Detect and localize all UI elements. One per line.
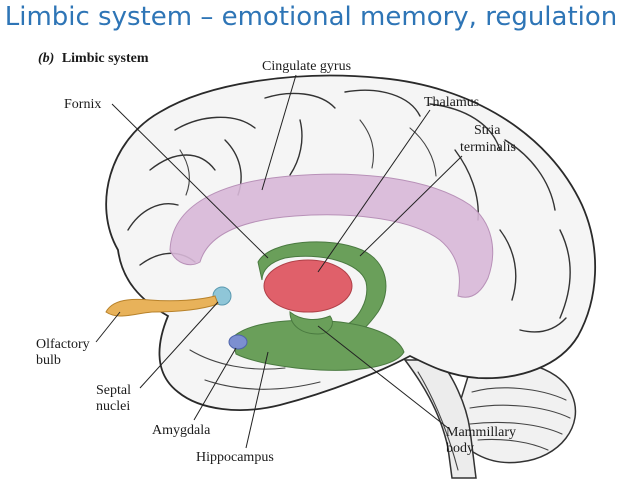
label-hippocampus-text: Hippocampus	[196, 450, 274, 465]
label-thalamus: Thalamus	[317, 95, 479, 273]
thalamus-region	[263, 259, 353, 313]
label-septal-text-1: Septal	[96, 383, 131, 398]
slide-title: Limbic system – emotional memory, regula…	[4, 2, 618, 32]
brain-drawing	[105, 74, 596, 479]
label-fornix: Fornix	[64, 97, 269, 259]
label-amygdala-text: Amygdala	[152, 423, 211, 438]
label-septal-nuclei: Septal nuclei	[96, 301, 219, 414]
brainstem	[403, 359, 477, 479]
cerebrum	[105, 74, 596, 411]
panel-caption: (b) Limbic system	[38, 51, 149, 66]
label-mammillary-text-1: Mammillary	[446, 425, 516, 440]
label-olfactory-text-2: bulb	[36, 353, 61, 368]
label-septal-text-2: nuclei	[96, 399, 130, 414]
amygdala-region	[228, 334, 248, 350]
label-mammillary-body: Mammillary body	[317, 325, 516, 456]
label-olfactory-bulb: Olfactory bulb	[36, 311, 121, 368]
label-stria-text-1: Stria	[474, 123, 501, 138]
label-thalamus-text: Thalamus	[424, 95, 479, 110]
label-hippocampus: Hippocampus	[196, 351, 274, 465]
panel-title: Limbic system	[62, 51, 149, 66]
panel-letter: (b)	[38, 51, 54, 66]
label-cingulate-gyrus: Cingulate gyrus	[261, 59, 351, 191]
label-cingulate-text: Cingulate gyrus	[262, 59, 351, 74]
label-amygdala: Amygdala	[152, 347, 237, 438]
label-stria-text-2: terminalis	[460, 140, 516, 155]
olfactory-bulb-region	[105, 295, 219, 317]
label-olfactory-text-1: Olfactory	[36, 337, 90, 352]
label-mammillary-text-2: body	[446, 441, 474, 456]
label-fornix-text: Fornix	[64, 97, 101, 112]
label-stria-terminalis: Stria terminalis	[359, 123, 516, 257]
